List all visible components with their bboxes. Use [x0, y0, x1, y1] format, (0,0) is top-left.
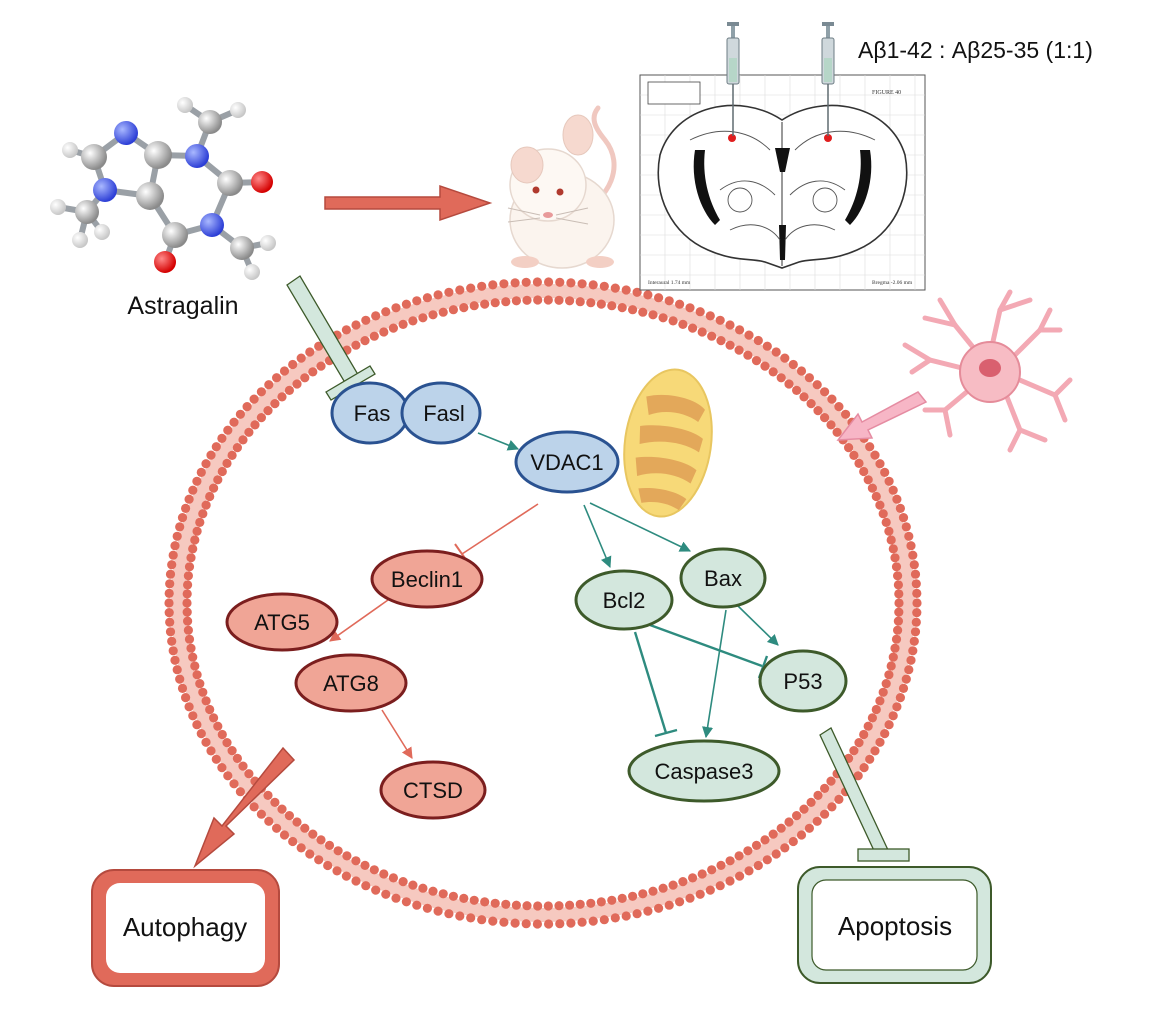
mitochondrion-icon	[623, 368, 713, 518]
astragalin-molecule-icon	[50, 97, 276, 280]
atg8-to-ctsd-arrow	[381, 709, 413, 759]
atlas-footer-right: Bregma -2.06 mm	[872, 280, 913, 286]
apoptosis-box: Apoptosis	[797, 866, 992, 984]
neuron-icon	[902, 289, 1073, 453]
atg5-node: ATG5	[225, 592, 339, 652]
svg-text:Fasl: Fasl	[423, 401, 465, 426]
injection-label: Aβ1-42 : Aβ25-35 (1:1)	[858, 37, 1093, 63]
atlas-header: FIGURE 40	[872, 90, 901, 96]
bax-node: Bax	[679, 547, 767, 609]
cell-membrane	[164, 277, 922, 929]
fas-node: Fas	[330, 381, 410, 445]
syringe-icon-right	[821, 22, 835, 136]
autophagy-box: Autophagy	[91, 869, 280, 987]
ctsd-node: CTSD	[379, 760, 487, 820]
svg-text:P53: P53	[783, 669, 822, 694]
neuron-input-arrow-icon	[836, 391, 928, 441]
beclin1-to-atg8-arrow	[329, 599, 389, 642]
astragalin-inhibits-fas	[286, 275, 376, 401]
bax-to-caspase3-arrow	[702, 609, 727, 739]
vdac1-node: VDAC1	[514, 430, 620, 494]
beclin1-node: Beclin1	[370, 549, 484, 609]
vdac1-inhibits-beclin1	[454, 503, 539, 565]
compound-name: Astragalin	[127, 292, 238, 320]
atg8-node: ATG8	[294, 653, 408, 713]
rat-icon	[507, 105, 617, 269]
svg-text:Autophagy: Autophagy	[123, 912, 247, 942]
bcl2-inhibits-caspase3	[633, 631, 678, 738]
vdac1-to-bax-arrow	[589, 502, 692, 552]
svg-text:Beclin1: Beclin1	[391, 567, 463, 592]
svg-text:Bcl2: Bcl2	[603, 588, 646, 613]
caspase3-node: Caspase3	[627, 739, 781, 803]
svg-text:VDAC1: VDAC1	[530, 450, 603, 475]
svg-text:ATG8: ATG8	[323, 671, 379, 696]
svg-text:ATG5: ATG5	[254, 610, 310, 635]
p53-inhibits-apoptosis	[819, 727, 910, 862]
bcl2-node: Bcl2	[574, 569, 674, 631]
autophagy-arrow-icon	[193, 746, 296, 869]
bax-to-p53-arrow	[737, 605, 779, 646]
fasl-to-vdac1-arrow	[477, 432, 520, 451]
svg-text:Bax: Bax	[704, 566, 742, 591]
syringe-icon-left	[726, 22, 740, 136]
treatment-arrow-icon	[324, 184, 493, 222]
vdac1-to-bcl2-arrow	[583, 504, 612, 569]
svg-text:CTSD: CTSD	[403, 778, 463, 803]
svg-text:Fas: Fas	[354, 401, 391, 426]
atlas-footer-left: Interaural 1.74 mm	[648, 280, 691, 286]
fasl-node: Fasl	[400, 381, 482, 445]
svg-text:Caspase3: Caspase3	[654, 759, 753, 784]
p53-node: P53	[758, 649, 848, 713]
brain-atlas-figure: FIGURE 40 Interaural 1.74 mm Bregma -2.0…	[639, 74, 926, 291]
bcl2-inhibits-p53	[649, 623, 769, 679]
svg-text:Apoptosis: Apoptosis	[838, 911, 952, 941]
